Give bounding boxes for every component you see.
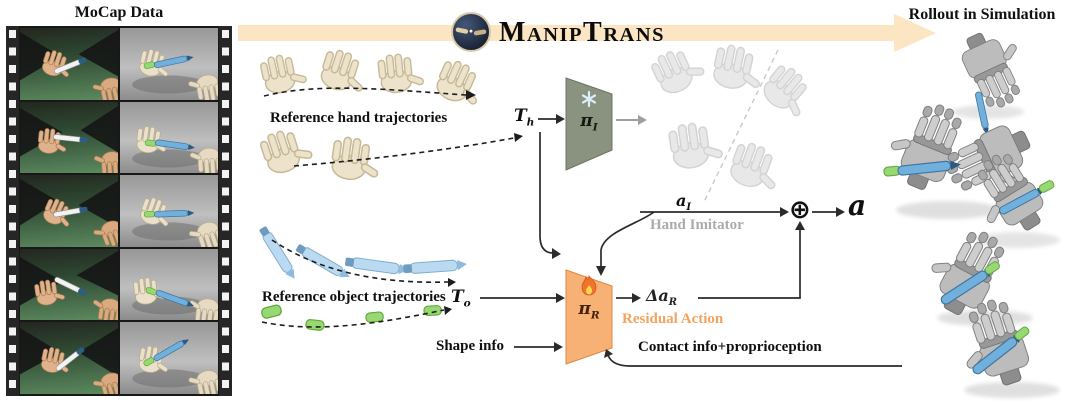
title-part: T: [583, 17, 604, 48]
traj-obj-sub: o: [463, 297, 471, 310]
hand-trajectory-symbol: Th: [514, 106, 535, 129]
mocap-video-frame: [20, 28, 118, 100]
shape-info-label: Shape info: [436, 338, 504, 354]
mocap-render-frame: [120, 248, 218, 321]
action-imitator-sub: I: [686, 202, 692, 214]
mocap-filmstrip: [6, 26, 232, 396]
touching-hands-icon: [455, 27, 487, 36]
object-trajectory-symbol: To: [451, 287, 471, 310]
robot-hand: [958, 145, 1053, 247]
mocap-frame-row: [20, 248, 218, 321]
mocap-video-frame: [20, 248, 118, 321]
title-part: RANS: [603, 24, 666, 46]
filmstrip-rail-right: [219, 26, 232, 396]
mocap-frame-row: [20, 101, 218, 174]
residual-action-sub: R: [668, 297, 678, 309]
traj-base: T: [514, 106, 527, 126]
flow-arrows: [480, 118, 902, 367]
pi-base: π: [580, 111, 593, 131]
mocap-title: MoCap Data: [74, 4, 164, 21]
sprocket-holes: [9, 30, 16, 392]
robot-hand: [878, 92, 969, 197]
filmstrip-rail-left: [6, 26, 19, 396]
imitator-policy-symbol: πI: [566, 111, 612, 134]
sprocket-holes: [222, 30, 229, 392]
figure-title: MANIPTRANS: [499, 14, 665, 52]
mocap-render-frame: [120, 101, 218, 174]
mocap-render-frame: [120, 28, 218, 100]
reference-objects-art: [257, 224, 468, 332]
action-base: a: [658, 286, 669, 305]
residual-policy-symbol: πR: [566, 299, 612, 322]
title-part: ANIP: [526, 24, 584, 46]
residual-action-label: Residual Action: [622, 311, 724, 327]
traj-hand-sub: h: [526, 116, 535, 129]
rollout-title: Rollout in Simulation: [908, 6, 1056, 23]
mocap-video-frame: [20, 322, 118, 394]
delta: Δ: [646, 286, 659, 305]
reference-hand-label: Reference hand trajectories: [270, 110, 448, 126]
final-action-symbol: a: [848, 189, 867, 222]
residual-action-symbol: ΔaR: [646, 286, 678, 309]
action-base: a: [676, 191, 687, 210]
mocap-video-frame: [20, 175, 118, 247]
mocap-render-frame: [120, 322, 218, 394]
mocap-frame-row: [20, 322, 218, 394]
flame-icon: [581, 274, 597, 296]
mocap-render-frame: [120, 175, 218, 247]
robot-hand: [948, 294, 1036, 396]
maniptrans-logo: [451, 12, 491, 52]
object-trajectory-dashes: [261, 239, 449, 328]
pi-base: π: [578, 299, 591, 319]
robot-hand: [915, 216, 1013, 323]
hand-imitator-label: Hand Imitator: [650, 217, 744, 233]
title-part: M: [499, 17, 527, 48]
reference-object-label: Reference object trajectories: [262, 289, 446, 305]
mocap-frame-row: [20, 175, 218, 247]
robot-hand: [939, 117, 1045, 212]
imitated-hands-art: [648, 40, 821, 197]
mocap-frames: [19, 26, 219, 396]
sum-operator: ⊕: [789, 195, 811, 225]
imitator-output-arrow: [616, 115, 647, 125]
traj-base: T: [451, 287, 464, 307]
imitator-action-symbol: aI: [676, 191, 692, 214]
mocap-video-frame: [20, 101, 118, 174]
mocap-frame-row: [20, 28, 218, 100]
robot-hand: [954, 20, 1039, 115]
snowflake-icon: [581, 90, 597, 108]
rollout-hands-art: [878, 20, 1060, 398]
contact-info-label: Contact info+proprioception: [638, 339, 822, 355]
residual-sub: R: [590, 309, 600, 322]
imitated-hands-divider: [703, 49, 779, 203]
imitator-sub: I: [592, 121, 598, 134]
